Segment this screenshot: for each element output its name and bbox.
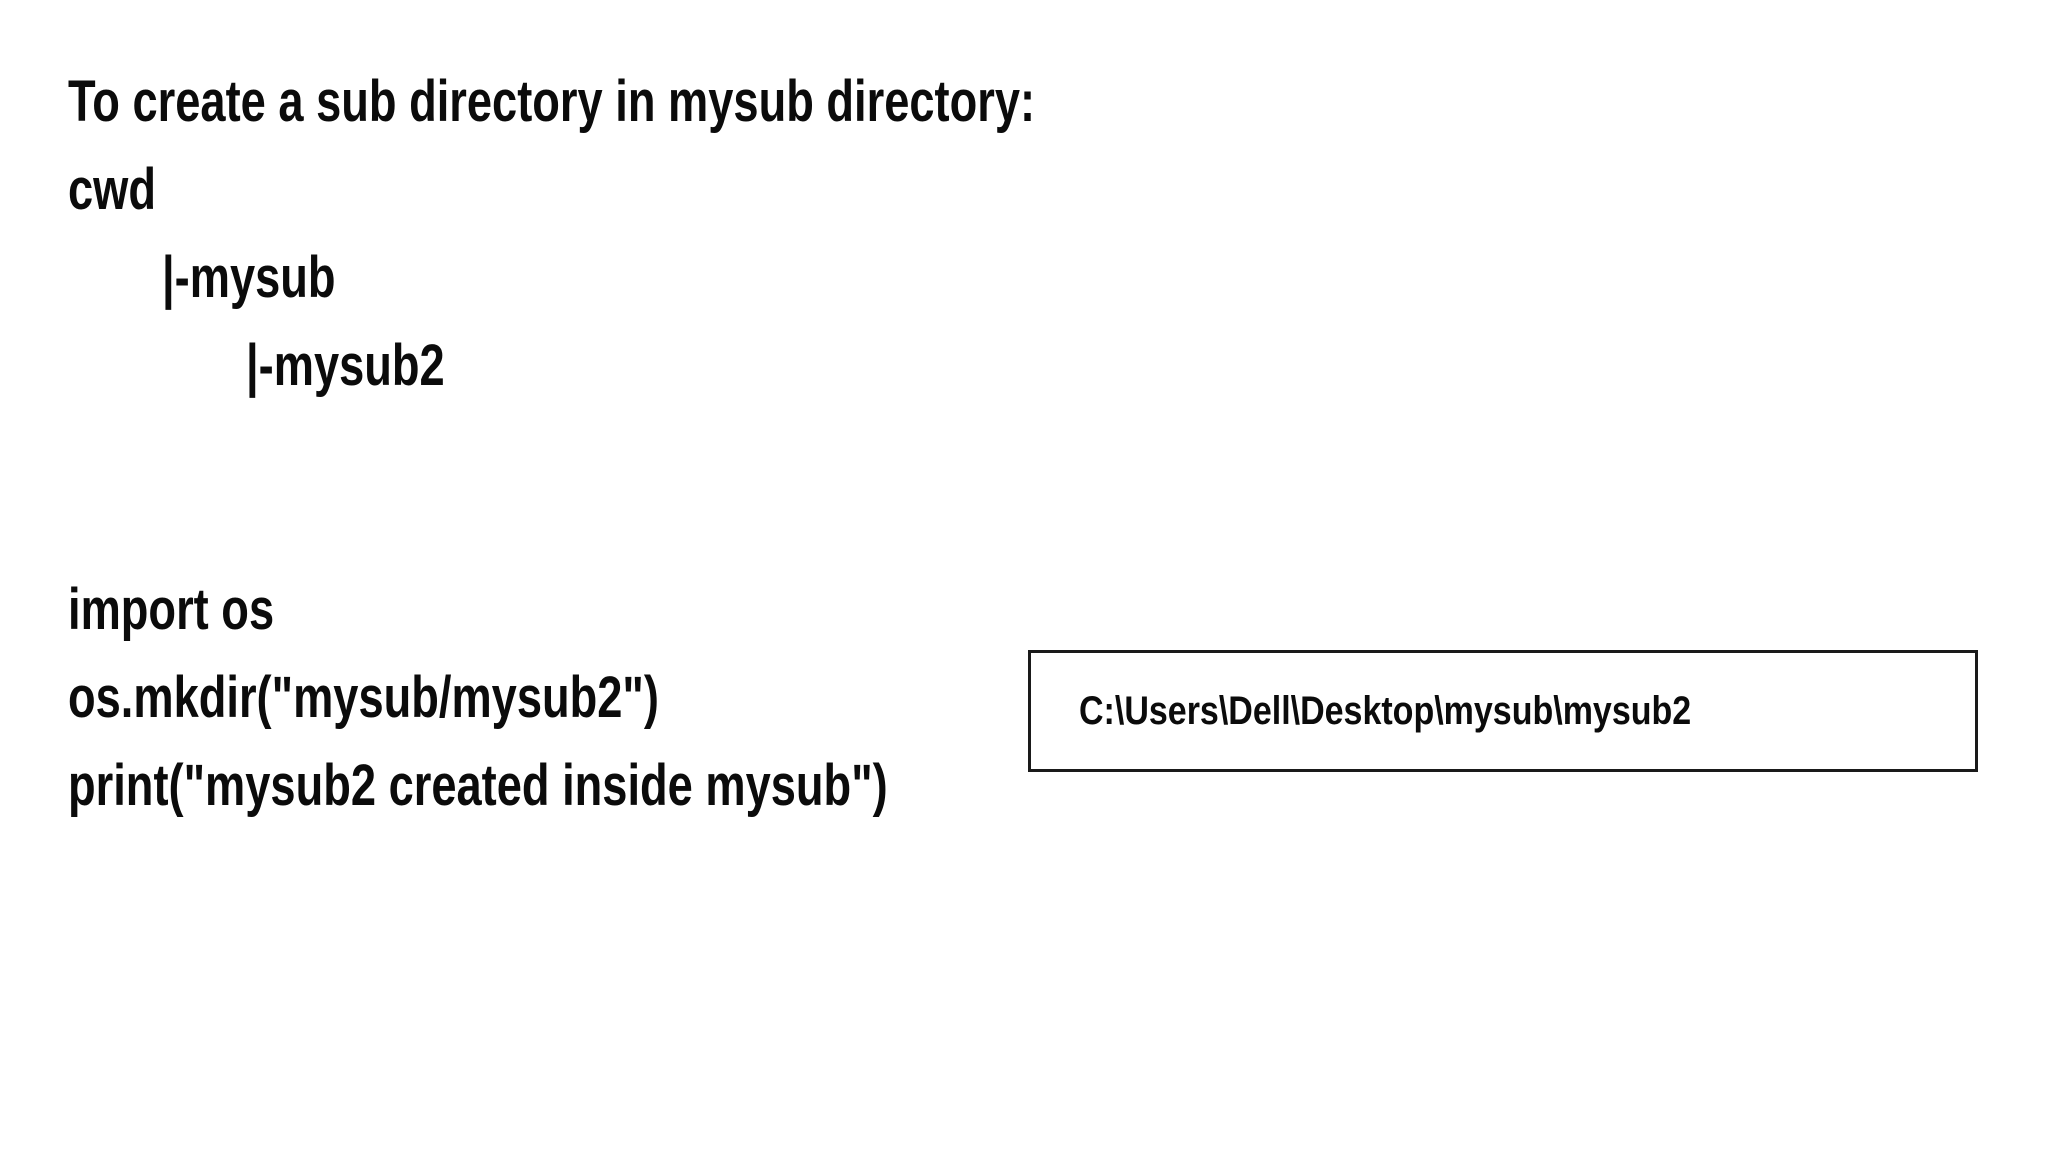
tree-root-cwd: cwd	[68, 157, 156, 222]
tree-item-mysub: |-mysub	[162, 245, 336, 310]
output-path-text: C:\Users\Dell\Desktop\mysub\mysub2	[1079, 689, 1692, 733]
tree-item-mysub2: |-mysub2	[246, 333, 445, 398]
code-line-print: print("mysub2 created inside mysub")	[68, 753, 888, 818]
code-block: import os os.mkdir("mysub/mysub2") print…	[68, 566, 1119, 830]
code-line-os-mkdir: os.mkdir("mysub/mysub2")	[68, 665, 659, 730]
page-title: To create a sub directory in mysub direc…	[68, 69, 1036, 134]
intro-section: To create a sub directory in mysub direc…	[68, 58, 1308, 410]
output-box: C:\Users\Dell\Desktop\mysub\mysub2	[1028, 650, 1978, 772]
code-line-import-os: import os	[68, 577, 275, 642]
